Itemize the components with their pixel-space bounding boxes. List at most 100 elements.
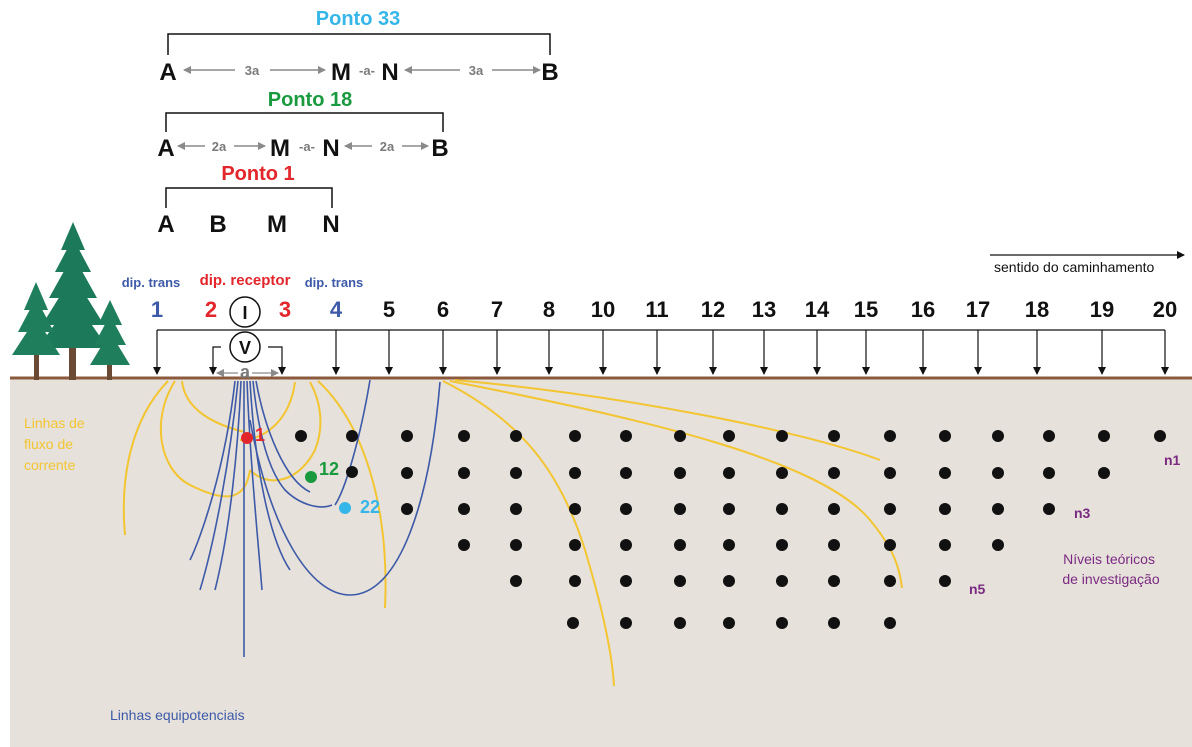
- ponto18-title: Ponto 18: [268, 89, 352, 111]
- measurement-point: [939, 467, 951, 479]
- tree-icon: [38, 222, 108, 380]
- electrode-number: 4: [330, 297, 343, 322]
- ponto18-bracket: [165, 112, 444, 132]
- ponto18-letter: B: [431, 135, 448, 162]
- array-diagrams: Ponto 33 A M N B 3a -a- 3a Ponto 18 A M …: [157, 8, 558, 238]
- equipotential-line: [249, 381, 441, 596]
- measurement-point: [458, 503, 470, 515]
- flow-line: [317, 380, 387, 609]
- ponto33-bracket: [167, 33, 551, 55]
- electrode-number: 16: [911, 297, 935, 322]
- ponto18-gap: -a-: [299, 139, 315, 154]
- measurement-point: [674, 575, 686, 587]
- electrode-number: 5: [383, 297, 395, 322]
- measurement-point: [620, 503, 632, 515]
- tree-icon: [90, 300, 130, 380]
- ponto33-letter: B: [541, 59, 558, 86]
- measurement-point: [939, 575, 951, 587]
- ponto1-bracket: [165, 187, 333, 208]
- measurement-point: [567, 617, 579, 629]
- ponto33-spacing-right: 3a: [469, 63, 484, 78]
- measurement-point: [620, 430, 632, 442]
- measurement-point: [569, 467, 581, 479]
- measurement-point: [828, 503, 840, 515]
- point-22-label: 22: [360, 497, 380, 517]
- dip-trans-right-label: dip. trans: [305, 275, 364, 290]
- measurement-point: [458, 539, 470, 551]
- equipotential-line: [199, 380, 239, 591]
- measurement-point: [723, 503, 735, 515]
- point-22-marker: [339, 502, 351, 514]
- point-12-marker: [305, 471, 317, 483]
- measurement-point: [884, 575, 896, 587]
- electrode-number: 1: [151, 297, 163, 322]
- flow-lines-label-line: Linhas de: [24, 415, 85, 431]
- current-meter-label: I: [242, 303, 247, 323]
- electrode-number: 17: [966, 297, 990, 322]
- ponto18-letter: A: [157, 135, 174, 162]
- measurement-point: [992, 430, 1004, 442]
- ponto18-spacing-left: 2a: [212, 139, 227, 154]
- electrode-number: 10: [591, 297, 615, 322]
- subsurface-ground: [10, 378, 1192, 747]
- equipotential-lines: [189, 379, 441, 657]
- measurement-point: [992, 539, 1004, 551]
- flow-line: [122, 380, 169, 536]
- measurement-point: [620, 539, 632, 551]
- electrode-number: 2: [205, 297, 217, 322]
- electrode-number: 13: [752, 297, 776, 322]
- measurement-point: [828, 575, 840, 587]
- measurement-point: [569, 430, 581, 442]
- ponto1-letter: B: [209, 211, 226, 238]
- measurement-point: [569, 503, 581, 515]
- measurement-point: [401, 430, 413, 442]
- measurement-point: [510, 575, 522, 587]
- measurement-point: [828, 467, 840, 479]
- levels-caption-line: Níveis teóricos: [1063, 551, 1155, 567]
- electrode-number: 15: [854, 297, 878, 322]
- electrode-number: 18: [1025, 297, 1049, 322]
- measurement-point: [620, 575, 632, 587]
- ponto33-letter: M: [331, 59, 351, 86]
- measurement-point: [776, 467, 788, 479]
- measurement-point: [723, 430, 735, 442]
- measurement-point: [1043, 430, 1055, 442]
- point-12-label: 12: [319, 459, 339, 479]
- measurement-point: [723, 539, 735, 551]
- measurement-point: [401, 467, 413, 479]
- measurement-point: [939, 539, 951, 551]
- measurement-point: [939, 503, 951, 515]
- equipotential-line: [334, 379, 371, 506]
- direction-label: sentido do caminhamento: [994, 259, 1155, 275]
- flow-lines-label-line: fluxo de: [24, 436, 73, 452]
- measurement-point: [458, 430, 470, 442]
- measurement-point: [569, 539, 581, 551]
- equipotential-lines-label: Linhas equipotenciais: [110, 707, 245, 723]
- ponto33-title: Ponto 33: [316, 8, 400, 30]
- electrode-number: 20: [1153, 297, 1177, 322]
- measurement-point: [510, 503, 522, 515]
- level-n5-label: n5: [969, 581, 986, 597]
- equipotential-line: [255, 380, 311, 493]
- measurement-point: [776, 575, 788, 587]
- pseudosection-points: [295, 430, 1166, 629]
- measurement-point: [828, 430, 840, 442]
- levels-caption: Níveis teóricos de investigação: [1062, 551, 1160, 587]
- equipotential-line: [246, 380, 263, 591]
- voltage-meter-label: V: [239, 338, 251, 358]
- electrode-number: 3: [279, 297, 291, 322]
- measurement-point: [674, 503, 686, 515]
- dip-trans-left-label: dip. trans: [122, 275, 181, 290]
- level-n1-label: n1: [1164, 452, 1181, 468]
- measurement-point: [620, 467, 632, 479]
- electrode-number: 7: [491, 297, 503, 322]
- ponto18-letter: M: [270, 135, 290, 162]
- voltage-meter: V: [229, 331, 261, 363]
- measurement-point: [776, 430, 788, 442]
- point-1-marker: [241, 432, 253, 444]
- ponto33-gap: -a-: [359, 63, 375, 78]
- flow-line: [454, 379, 881, 461]
- current-meter: I: [229, 296, 261, 328]
